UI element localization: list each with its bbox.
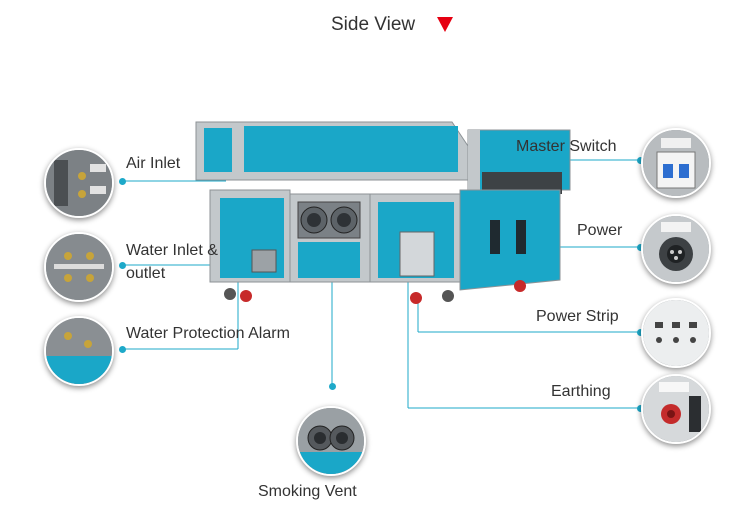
marker-dot [637,157,644,164]
label-power-strip: Power Strip [536,308,619,325]
label-water-inlet-line1: Water Inlet & [126,242,218,259]
label-smoking-vent: Smoking Vent [258,483,357,500]
label-water-protection-alarm: Water Protection Alarm [126,325,290,342]
water-inlet-thumbnail [44,232,114,302]
marker-dot [637,244,644,251]
earthing-thumbnail [641,374,711,444]
label-air-inlet: Air Inlet [126,155,181,172]
page-title: Side View [331,14,416,35]
power-thumbnail [641,214,711,284]
label-water-inlet-line2: outlet [126,265,166,282]
label-earthing: Earthing [551,383,611,400]
air-inlet-thumbnail [44,148,114,218]
marker-dot [119,178,126,185]
smoking-vent-thumbnail [296,406,366,476]
label-master-switch: Master Switch [516,138,617,155]
marker-dot [329,383,336,390]
marker-dot [637,405,644,412]
marker-dot [119,262,126,269]
master-switch-thumbnail [641,128,711,198]
power-strip-thumbnail [641,298,711,368]
marker-dot [637,329,644,336]
water-alarm-thumbnail [44,316,114,386]
marker-dot [119,346,126,353]
down-arrow-icon [437,17,453,32]
laser-machine-image [195,121,571,304]
label-power: Power [577,222,623,239]
